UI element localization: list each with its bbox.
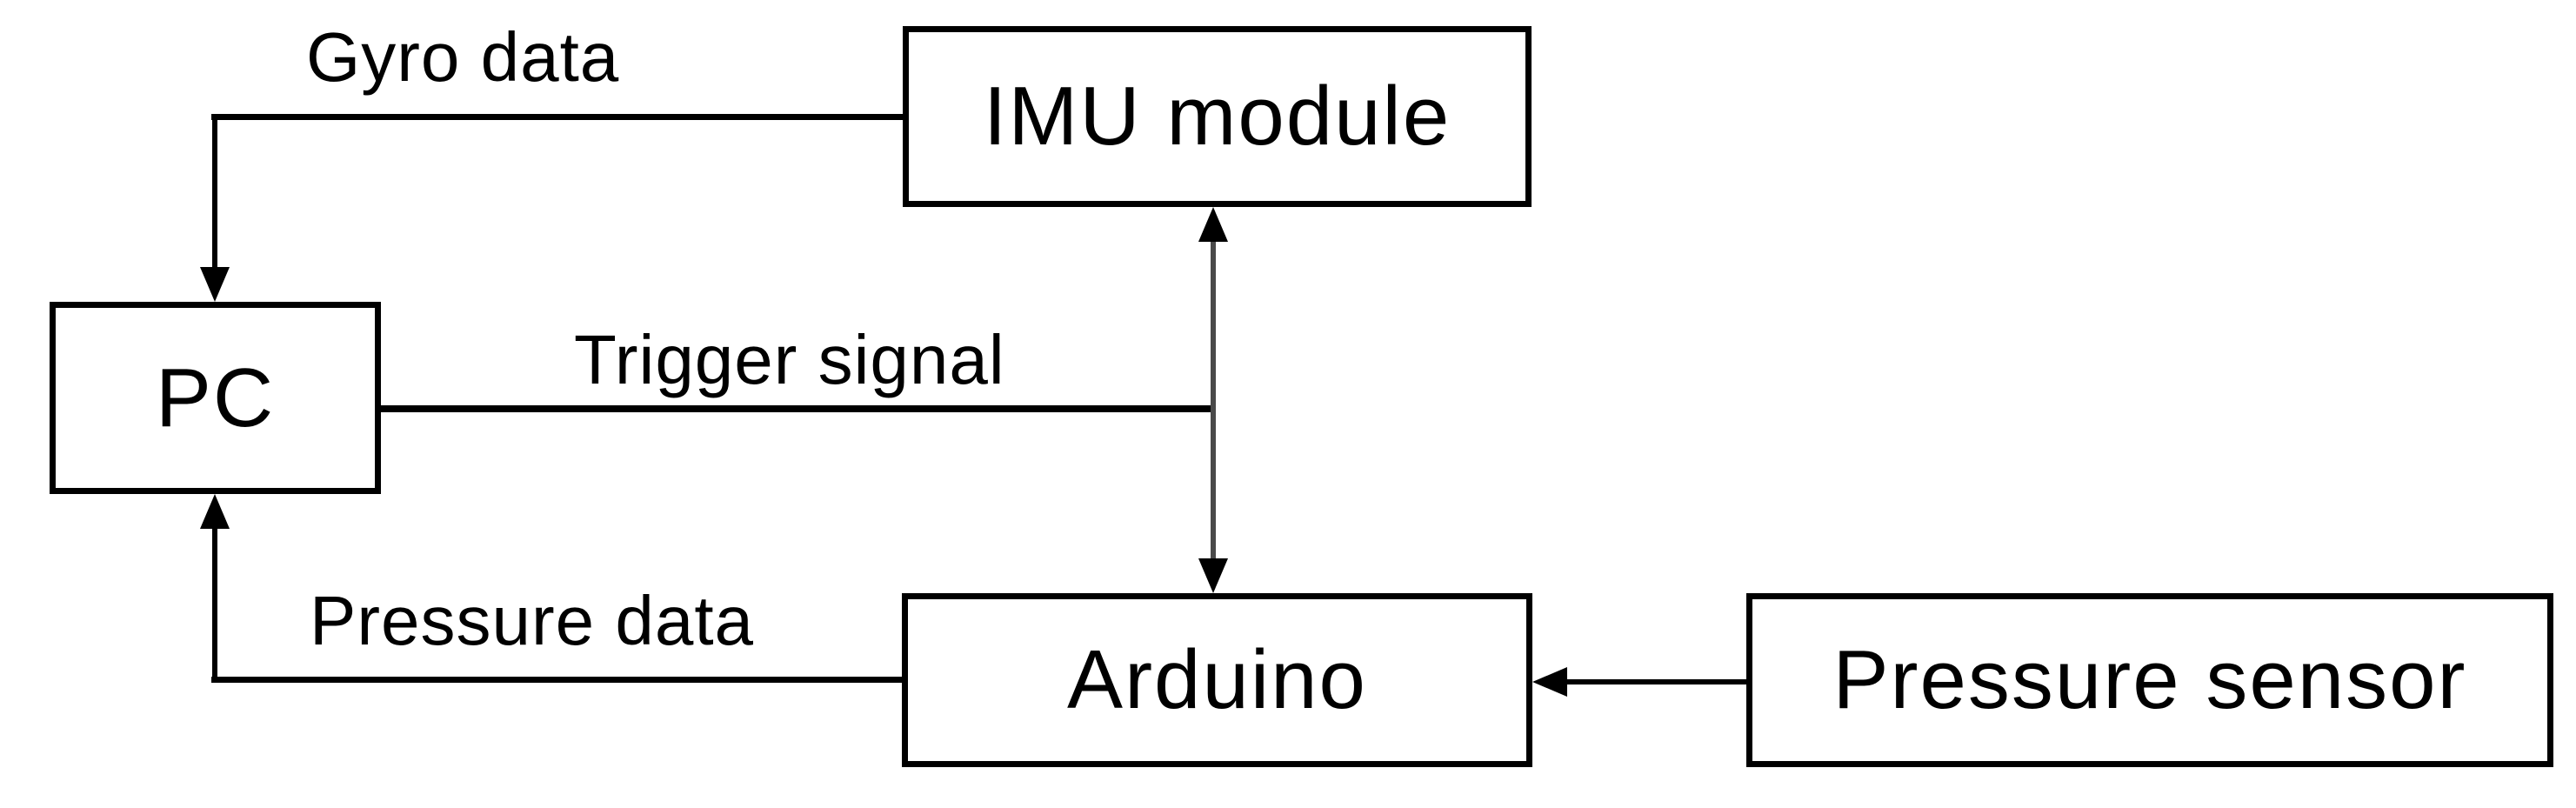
trigger-signal-arrowhead-up-icon (1198, 207, 1228, 242)
node-pc-label: PC (155, 351, 276, 444)
node-pressure-sensor: Pressure sensor (1746, 593, 2553, 767)
trigger-signal-label: Trigger signal (574, 321, 1005, 398)
gyro-data-line-horizontal (211, 114, 903, 120)
node-arduino-label: Arduino (1067, 633, 1367, 726)
trigger-signal-line-horizontal (380, 405, 1216, 412)
pressure-sensor-line-horizontal (1564, 679, 1746, 684)
node-pc: PC (50, 302, 381, 494)
pressure-data-label: Pressure data (310, 582, 755, 659)
node-imu-module-label: IMU module (983, 70, 1452, 163)
node-arduino: Arduino (902, 593, 1532, 767)
trigger-signal-line-vertical (1211, 237, 1216, 564)
pressure-data-arrowhead-up-icon (200, 494, 230, 529)
trigger-signal-arrowhead-down-icon (1198, 558, 1228, 593)
pressure-data-line-vertical (212, 525, 217, 680)
gyro-data-label: Gyro data (306, 18, 620, 96)
pressure-data-line-horizontal (211, 677, 902, 683)
node-pressure-sensor-label: Pressure sensor (1832, 633, 2467, 726)
gyro-data-line-vertical (212, 114, 217, 274)
node-imu-module: IMU module (903, 26, 1532, 207)
pressure-sensor-arrowhead-left-icon (1532, 667, 1567, 697)
gyro-data-arrowhead-down-icon (200, 267, 230, 302)
